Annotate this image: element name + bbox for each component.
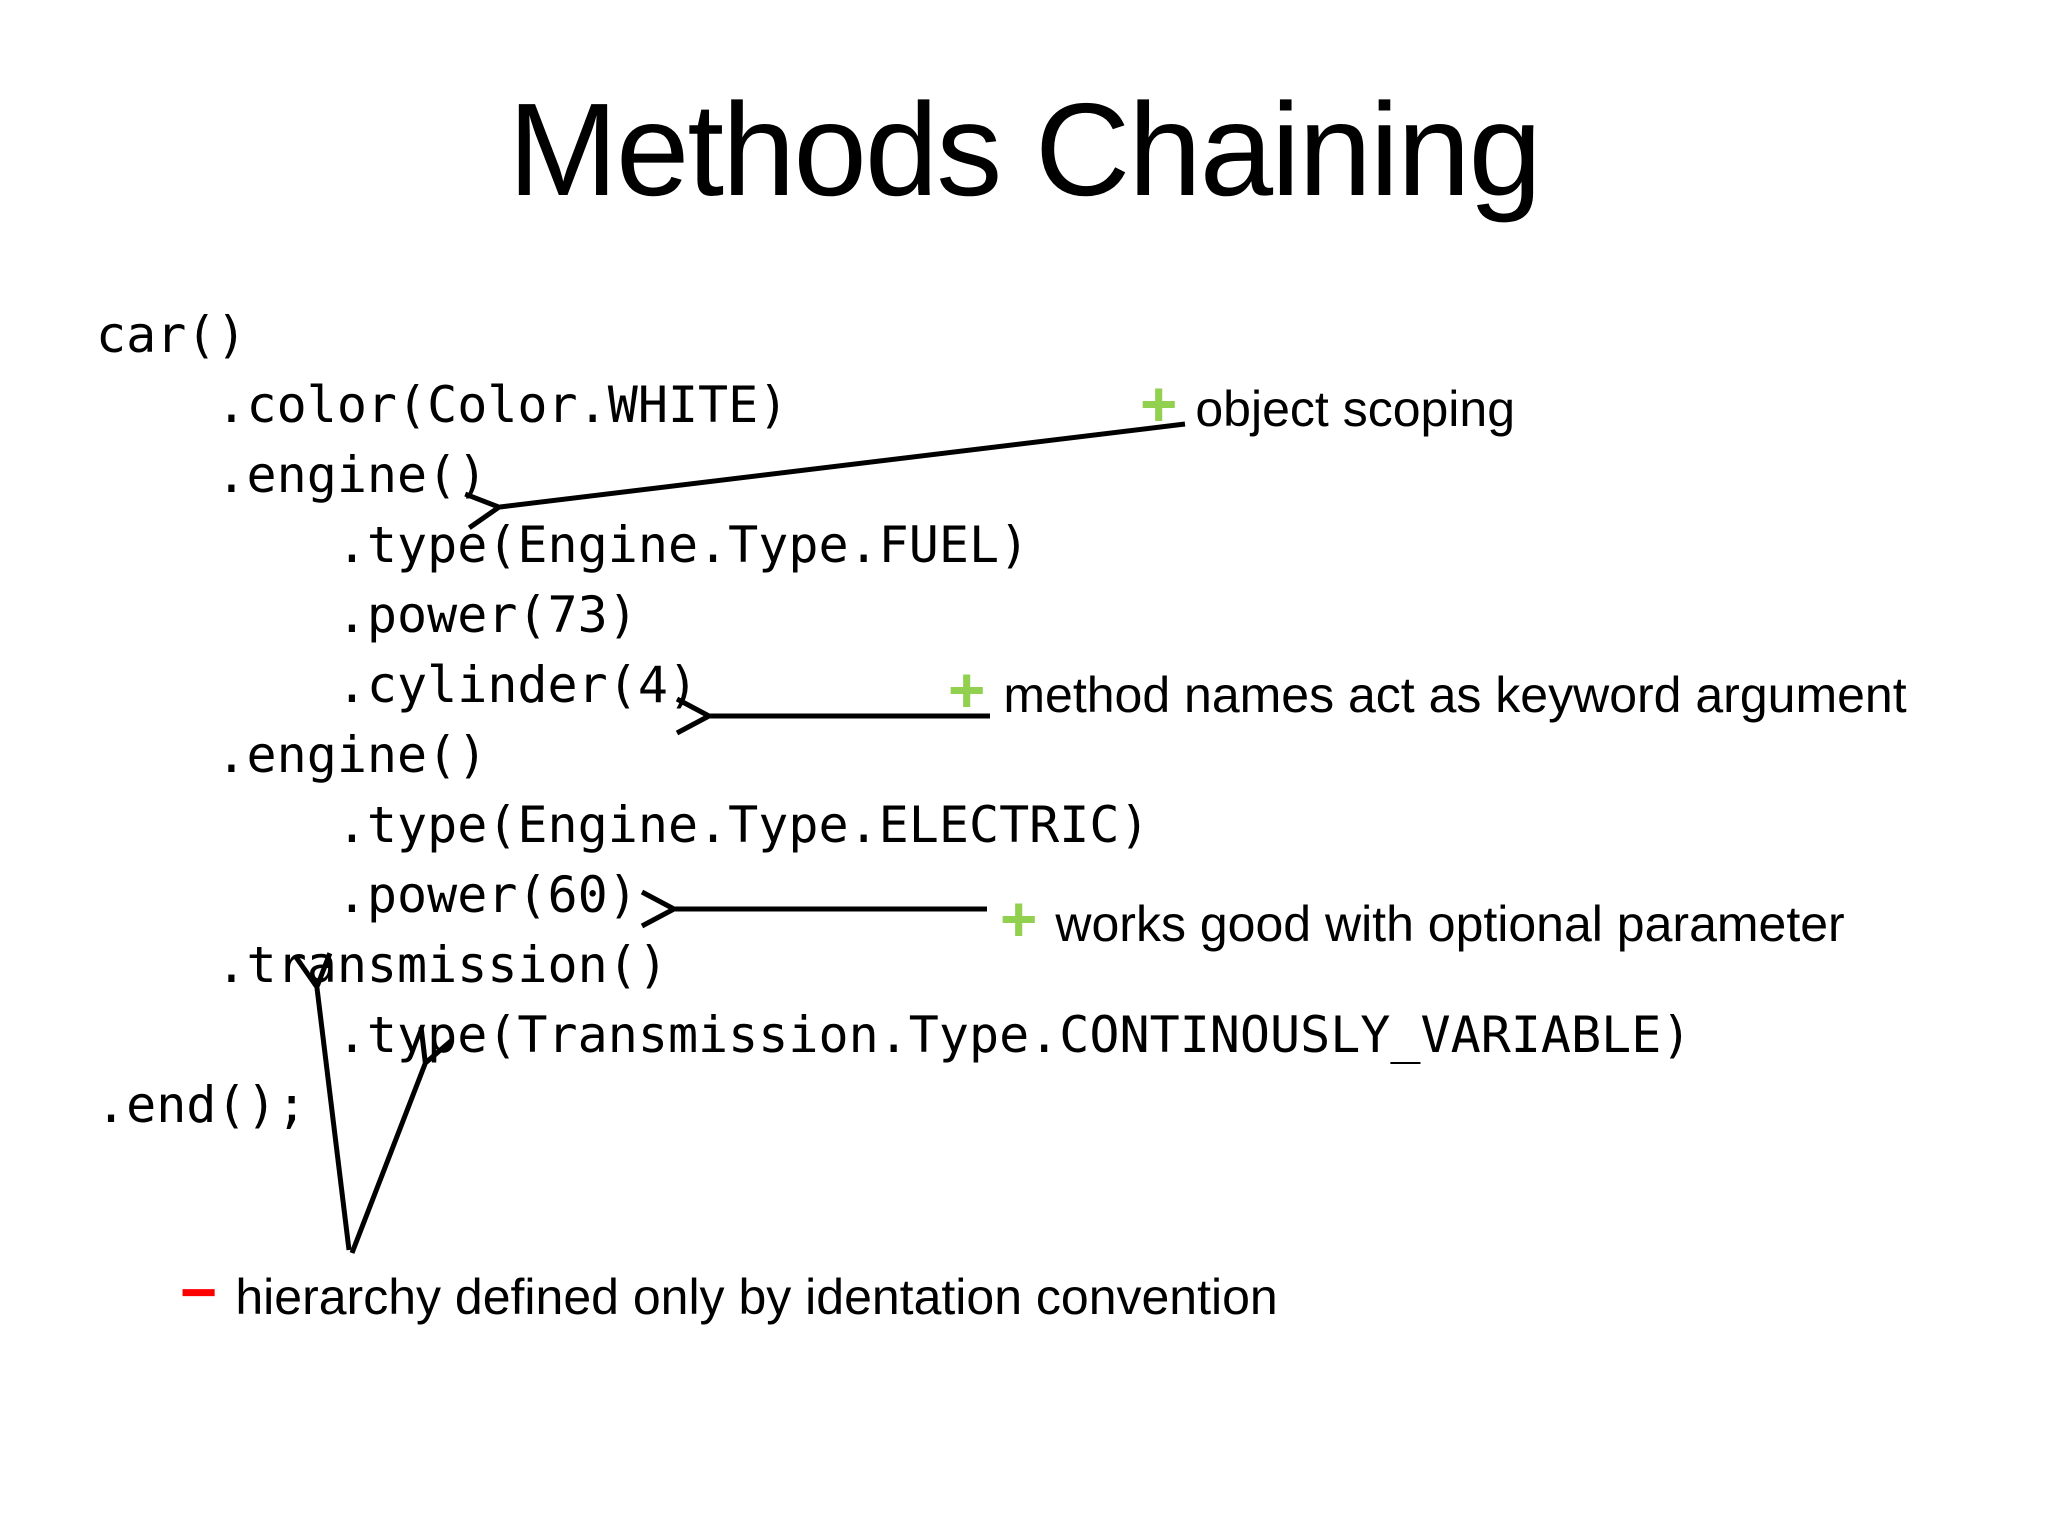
code-line-cylinder: .cylinder(4)	[96, 656, 699, 714]
code-line-type-transmission: .type(Transmission.Type.CONTINOUSLY_VARI…	[96, 1006, 1692, 1064]
slide-title: Methods Chaining	[508, 76, 1542, 223]
annotation-object-scoping: + object scoping	[1140, 369, 1515, 439]
annotation-label: method names act as keyword argument	[1003, 667, 1907, 723]
annotation-label: hierarchy defined only by identation con…	[235, 1269, 1278, 1325]
code-line-engine-1: .engine()	[96, 446, 488, 504]
code-block: car() .color(Color.WHITE) .engine() .typ…	[96, 300, 1691, 1140]
code-line-end: .end();	[96, 1076, 307, 1134]
annotation-label: object scoping	[1195, 381, 1516, 437]
annotation-label: works good with optional parameter	[1055, 896, 1845, 952]
code-line-power-60: .power(60)	[96, 866, 638, 924]
code-line-car: car()	[96, 306, 247, 364]
plus-icon: +	[1000, 883, 1038, 955]
annotation-hierarchy: − hierarchy defined only by identation c…	[180, 1257, 1278, 1327]
plus-icon: +	[1140, 368, 1178, 440]
code-line-engine-2: .engine()	[96, 726, 488, 784]
code-line-type-electric: .type(Engine.Type.ELECTRIC)	[96, 796, 1150, 854]
minus-icon: −	[180, 1256, 218, 1328]
plus-icon: +	[948, 654, 986, 726]
annotation-optional-parameter: + works good with optional parameter	[1000, 884, 1845, 954]
code-line-transmission: .transmission()	[96, 936, 668, 994]
annotation-keyword-argument: + method names act as keyword argument	[948, 655, 1907, 725]
code-line-type-fuel: .type(Engine.Type.FUEL)	[96, 516, 1030, 574]
code-line-power-73: .power(73)	[96, 586, 638, 644]
